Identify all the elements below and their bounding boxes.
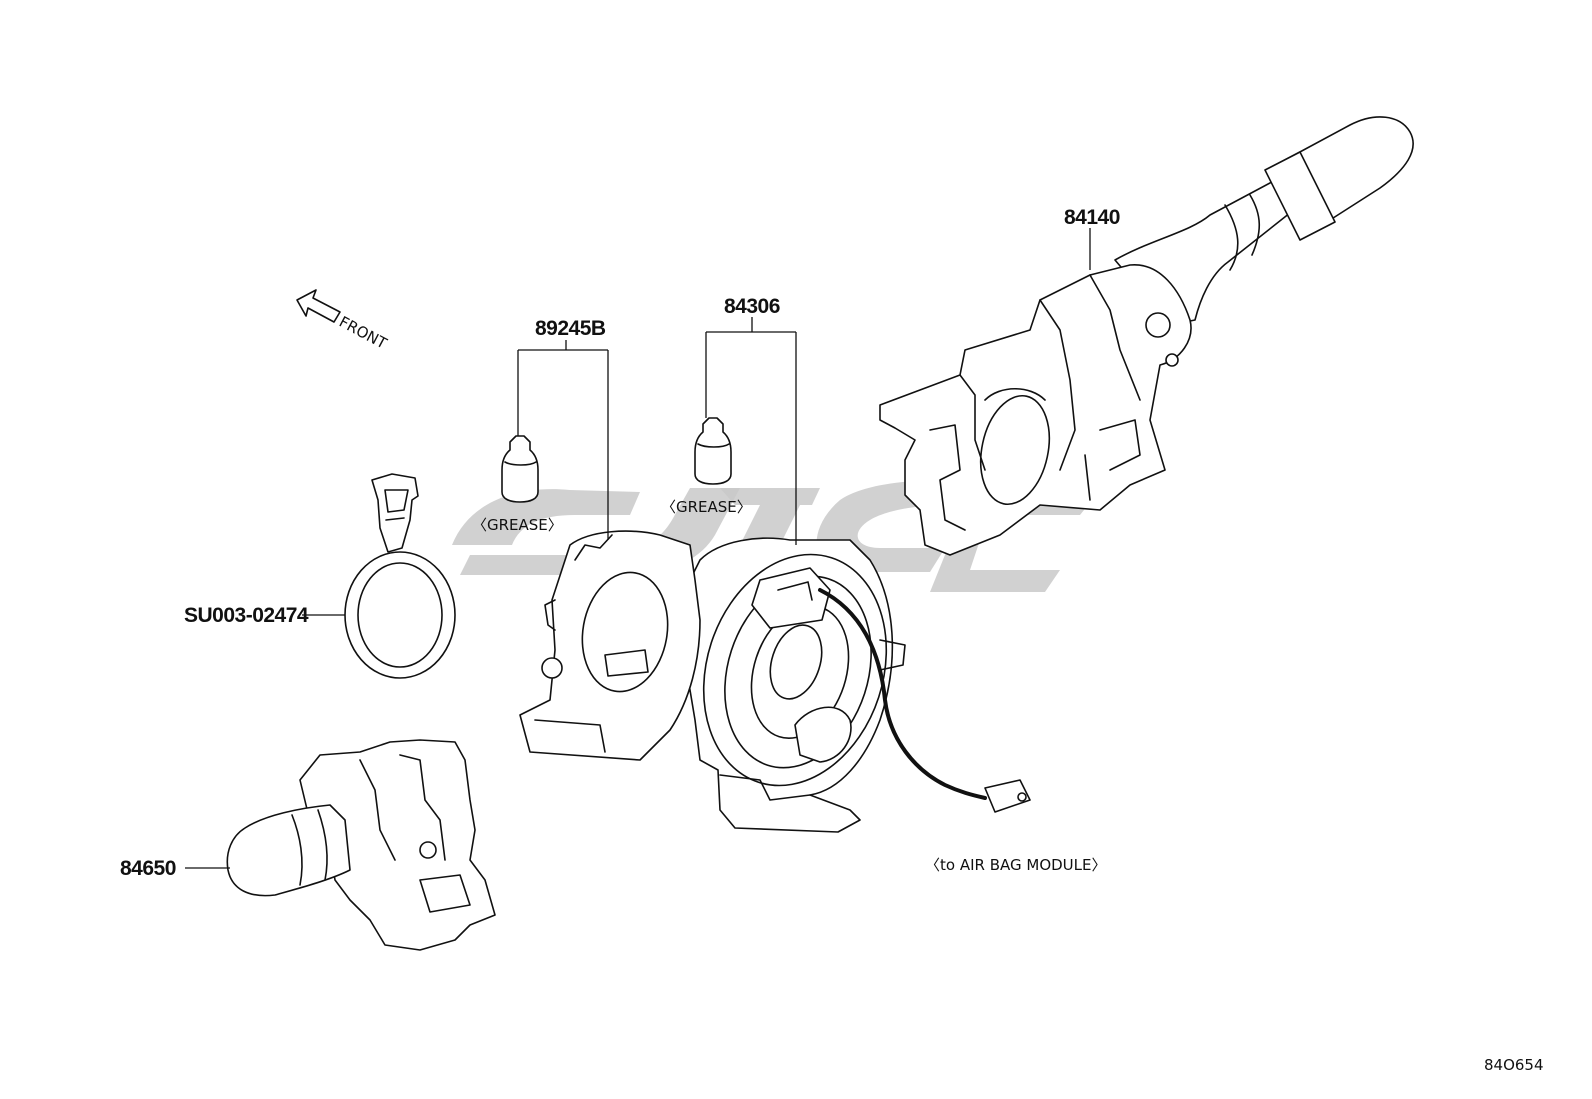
- part-89245b-sensor: [519, 530, 701, 761]
- part-su003-02474-ring: [344, 473, 456, 679]
- grease-note-right: 〈GREASE〉: [661, 498, 752, 516]
- part-84140-switch: [879, 116, 1414, 556]
- reference-code: 84O654: [1484, 1056, 1544, 1074]
- label-84306: 84306: [724, 295, 780, 318]
- part-84650-switch: [226, 739, 496, 951]
- label-84140: 84140: [1064, 206, 1120, 229]
- grease-tube-right: [694, 417, 732, 485]
- label-su003-02474: SU003-02474: [184, 604, 309, 627]
- front-arrow: FRONT: [296, 289, 391, 353]
- front-label: FRONT: [336, 313, 390, 353]
- grease-tube-left: [501, 435, 539, 503]
- label-89245b: 89245B: [535, 317, 606, 340]
- label-84650: 84650: [120, 857, 176, 880]
- leader-lines: [185, 228, 1091, 869]
- part-84306-spiral-cable: [669, 537, 1031, 833]
- airbag-note: 〈to AIR BAG MODULE〉: [925, 856, 1107, 874]
- grease-note-left: 〈GREASE〉: [472, 516, 563, 534]
